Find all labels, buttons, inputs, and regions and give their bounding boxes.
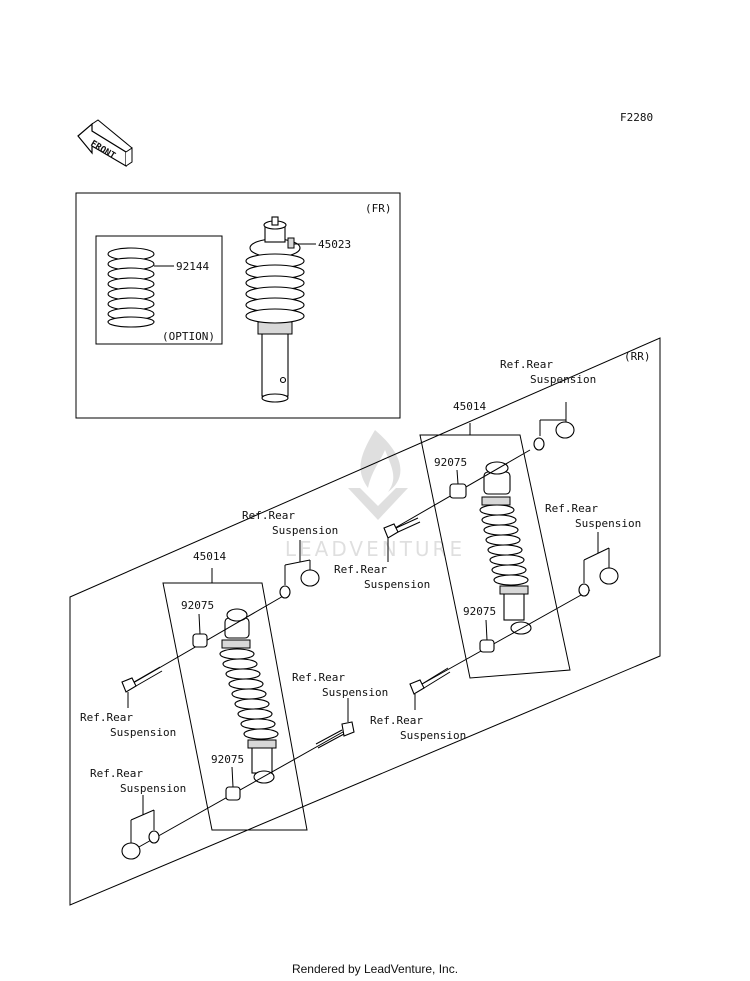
right-bottom-bushing-part-number: 92075 [463, 605, 496, 618]
footer-credit: Rendered by LeadVenture, Inc. [291, 962, 459, 976]
right-top-washer [533, 437, 545, 451]
spring-92144 [107, 247, 155, 328]
front-shock-part-number: 45023 [318, 238, 351, 251]
right-shock-part-number: 45014 [453, 400, 486, 413]
ref-left-bottom-bolt-line1: Ref.Rear [292, 671, 345, 684]
left-bottom-bushing-92075 [225, 786, 241, 801]
left-top-bushing-part-number: 92075 [181, 599, 214, 612]
watermark: LEADVENTURE [285, 430, 465, 561]
ref-left-bottom-line1: Ref.Rear [90, 767, 143, 780]
left-top-bolt [121, 666, 163, 693]
ref-right-upper-bolt-line2: Suspension [364, 578, 430, 591]
front-section: (FR) 92144 (OPTION) [75, 192, 401, 419]
front-arrow-icon: FRONT [77, 119, 133, 168]
rear-section: (RR) 45014 92075 [69, 337, 661, 906]
ref-right-bottom-line2: Suspension [575, 517, 641, 530]
front-section-label: (FR) [365, 202, 392, 215]
rear-section-frame [69, 337, 661, 906]
left-top-bushing-92075 [192, 633, 208, 648]
right-bottom-washer [578, 583, 590, 597]
left-top-washer [279, 585, 291, 599]
spring-part-number: 92144 [176, 260, 209, 273]
rear-section-label: (RR) [624, 350, 651, 363]
ref-right-bolt-line2: Suspension [400, 729, 466, 742]
ref-right-bolt-line1: Ref.Rear [370, 714, 423, 727]
left-rear-shock-45014 [219, 608, 279, 784]
ref-left-bottom-bolt-line2: Suspension [322, 686, 388, 699]
diagram-code: F2280 [620, 111, 653, 124]
watermark-text: LEADVENTURE [285, 537, 465, 561]
left-bottom-washer [148, 830, 160, 844]
right-bottom-nut [599, 567, 619, 585]
right-rear-shock-45014 [479, 461, 532, 635]
ref-right-top-line2: Suspension [530, 373, 596, 386]
left-bottom-bolt [315, 721, 355, 749]
option-frame [95, 235, 223, 345]
ref-left-bolt-line2: Suspension [110, 726, 176, 739]
left-bottom-bushing-part-number: 92075 [211, 753, 244, 766]
right-top-bushing-92075 [449, 483, 467, 499]
front-section-frame [75, 192, 401, 419]
option-label: (OPTION) [162, 330, 215, 343]
front-shock-45023 [245, 216, 305, 403]
right-top-bushing-part-number: 92075 [434, 456, 467, 469]
right-top-bolt [383, 517, 421, 539]
ref-left-top-line2: Suspension [272, 524, 338, 537]
ref-right-bottom-line1: Ref.Rear [545, 502, 598, 515]
ref-left-bottom-line2: Suspension [120, 782, 186, 795]
left-top-nut [300, 569, 320, 587]
right-bottom-bolt [409, 667, 451, 695]
ref-left-top-line1: Ref.Rear [242, 509, 295, 522]
ref-left-bolt-line1: Ref.Rear [80, 711, 133, 724]
ref-right-upper-bolt-line1: Ref.Rear [334, 563, 387, 576]
left-shock-part-number: 45014 [193, 550, 226, 563]
ref-right-top-line1: Ref.Rear [500, 358, 553, 371]
right-bottom-bushing-92075 [479, 639, 495, 653]
right-top-nut [555, 421, 575, 439]
left-bottom-nut [121, 842, 141, 860]
